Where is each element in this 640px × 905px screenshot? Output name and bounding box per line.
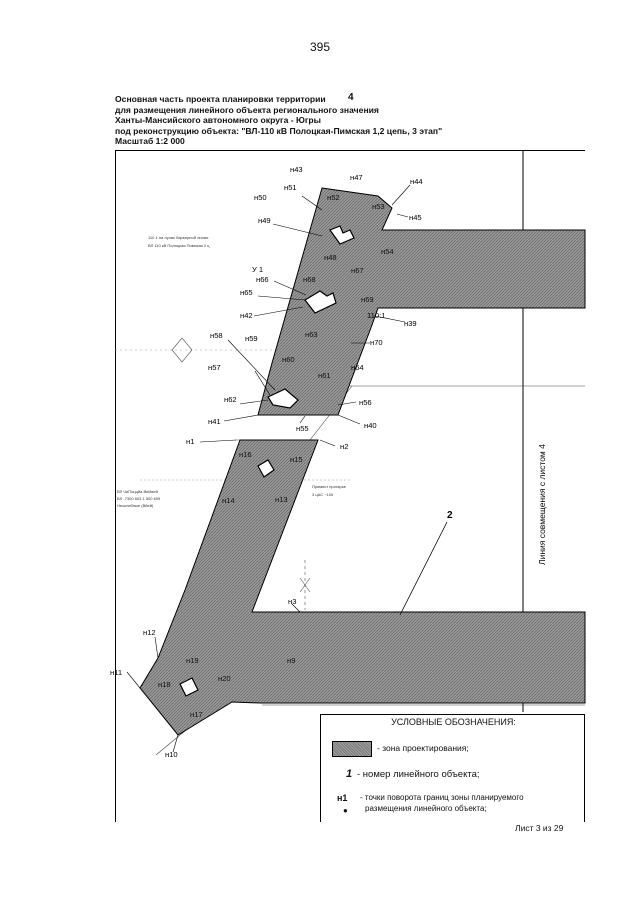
point-n50: н50 — [254, 193, 267, 202]
point-n59: н59 — [245, 334, 258, 343]
point-n11: н11 — [110, 668, 122, 677]
crossing-symbol — [171, 337, 311, 610]
legend-line-text: - номер линейного объекта; — [357, 769, 480, 780]
map-header: Основная часть проекта планировки террит… — [115, 94, 442, 147]
point-labels: н43 н47 н44 н51 н52 н50 н53 н45 н49 н54 … — [110, 165, 423, 759]
sheet-number: 4 — [348, 92, 354, 103]
point-n52: н52 — [327, 193, 340, 202]
point-n56: н56 — [359, 398, 372, 407]
zone-swatch — [332, 741, 372, 757]
buildings — [179, 225, 355, 697]
map-frame — [115, 150, 585, 822]
point-n67: н67 — [351, 266, 364, 275]
point-n62: н62 — [224, 395, 237, 404]
note-text: ВЛ 110 кВ Полоцкая Пимская 2 ц — [148, 243, 210, 248]
point-n17: н17 — [190, 710, 203, 719]
point-n54: н54 — [381, 247, 394, 256]
point-n18: н18 — [158, 680, 171, 689]
point-n12: н12 — [143, 628, 156, 637]
point-n51: н51 — [284, 183, 297, 192]
mast-u1: У 1 — [252, 265, 263, 274]
header-line: под реконструкцию объекта: "ВЛ-110 кВ По… — [115, 125, 443, 136]
point-n61: н61 — [318, 371, 331, 380]
point-n40: н40 — [364, 421, 377, 430]
point-n66: н66 — [256, 275, 269, 284]
point-n44: н44 — [410, 177, 423, 186]
point-n45: н45 — [409, 213, 422, 222]
object-number: 2 — [447, 510, 453, 521]
point-n57: н57 — [208, 363, 221, 372]
point-n41: н41 — [208, 417, 221, 426]
point-n60: н60 — [282, 355, 295, 364]
point-n69: н69 — [361, 295, 374, 304]
note-text: ВЛ ЧиПоццйа ВиИвей — [117, 489, 158, 494]
point-n64: н64 — [351, 363, 364, 372]
sheet-footer: Лист 3 из 29 — [515, 823, 564, 833]
note-text: Несьпебные (Вйей) — [117, 503, 154, 508]
note-text: Примист прогарье — [312, 484, 347, 489]
header-line: Масштаб 1:2 000 — [115, 136, 185, 147]
note-text: ВЛ -7300 603 1 500 609 — [117, 496, 161, 501]
point-n16: н16 — [239, 450, 252, 459]
point-n49: н49 — [258, 216, 271, 225]
point-n14: н14 — [222, 496, 235, 505]
header-line: Ханты-Мансийского автономного округа - Ю… — [115, 115, 322, 126]
legend-point-text-2: размещения линейного объекта; — [365, 804, 487, 813]
point-n3: н3 — [288, 597, 296, 606]
legend-zone-text: - зона проектирования; — [377, 743, 469, 753]
point-n15: н15 — [290, 455, 303, 464]
note-text: 3 цАС ~100 — [312, 492, 334, 497]
point-n19: н19 — [186, 656, 199, 665]
legend-point-text-1: - точки поворота границ зоны планируемог… — [360, 793, 524, 802]
point-n10: н10 — [165, 750, 178, 759]
point-n48: н48 — [324, 253, 337, 262]
header-line: для размещения линейного объекта региона… — [115, 104, 379, 115]
point-n63: н63 — [305, 330, 318, 339]
point-n65: н65 — [240, 288, 253, 297]
point-n43: н43 — [290, 165, 303, 174]
bullet-icon: ● — [343, 806, 348, 815]
point-n39: н39 — [404, 319, 417, 328]
combination-line-label: Линия совмещения с листом 4 — [537, 444, 547, 565]
point-n53: н53 — [372, 202, 385, 211]
legend-point-symbol: н1 — [337, 793, 348, 803]
page-number: 395 — [309, 40, 331, 54]
header-line: Основная часть проекта планировки террит… — [115, 94, 326, 104]
legend-title: УСЛОВНЫЕ ОБОЗНАЧЕНИЯ: — [391, 717, 516, 727]
point-n9: н9 — [287, 656, 295, 665]
point-n2: н2 — [340, 442, 348, 451]
point-n55: н55 — [296, 424, 309, 433]
leader-lines — [126, 184, 411, 753]
point-n58: н58 — [210, 331, 223, 340]
mast-110-1: 110:1 — [367, 311, 385, 320]
point-n20: н20 — [218, 674, 231, 683]
point-n47: н47 — [350, 173, 363, 182]
point-n13: н13 — [275, 495, 288, 504]
point-n42: н42 — [240, 311, 253, 320]
note-text: 110 1 на лучах барьерной линии — [148, 235, 208, 240]
legend-line-symbol: 1 — [346, 768, 353, 780]
point-n68: н68 — [303, 275, 316, 284]
planning-zone — [139, 187, 586, 736]
point-n1: н1 — [186, 437, 194, 446]
legend: УСЛОВНЫЕ ОБОЗНАЧЕНИЯ: - зона проектирова… — [320, 714, 585, 822]
point-n70: н70 — [370, 338, 383, 347]
